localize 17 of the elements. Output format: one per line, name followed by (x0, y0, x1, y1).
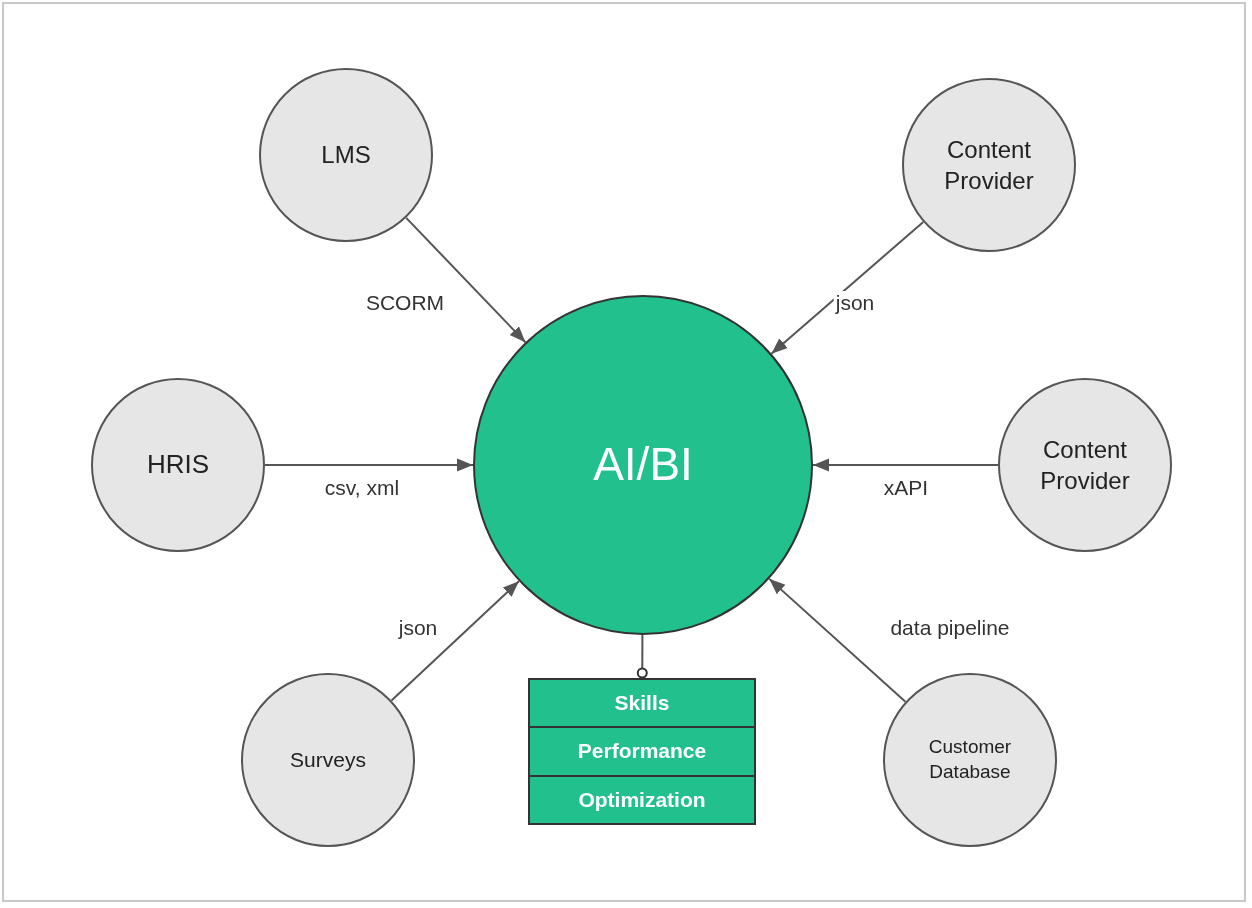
node-label: Customer Database (927, 735, 1013, 784)
list-row: Optimization (530, 774, 754, 823)
stacked-list-box (528, 678, 756, 825)
hub-label: AI/BI (592, 437, 694, 493)
arrow (812, 458, 999, 472)
arrow (405, 216, 527, 344)
arrow (768, 577, 907, 703)
list-row-text: Skills (613, 690, 671, 717)
node-label: Content Provider (1039, 434, 1131, 496)
node-label: HRIS (145, 448, 211, 482)
arrow (390, 580, 520, 702)
list-row: Performance (530, 726, 754, 775)
node-label: Surveys (289, 747, 367, 774)
node-label: Content Provider (943, 134, 1035, 196)
node-label: LMS (320, 140, 372, 171)
arrow (264, 458, 474, 472)
arrow (770, 221, 925, 355)
